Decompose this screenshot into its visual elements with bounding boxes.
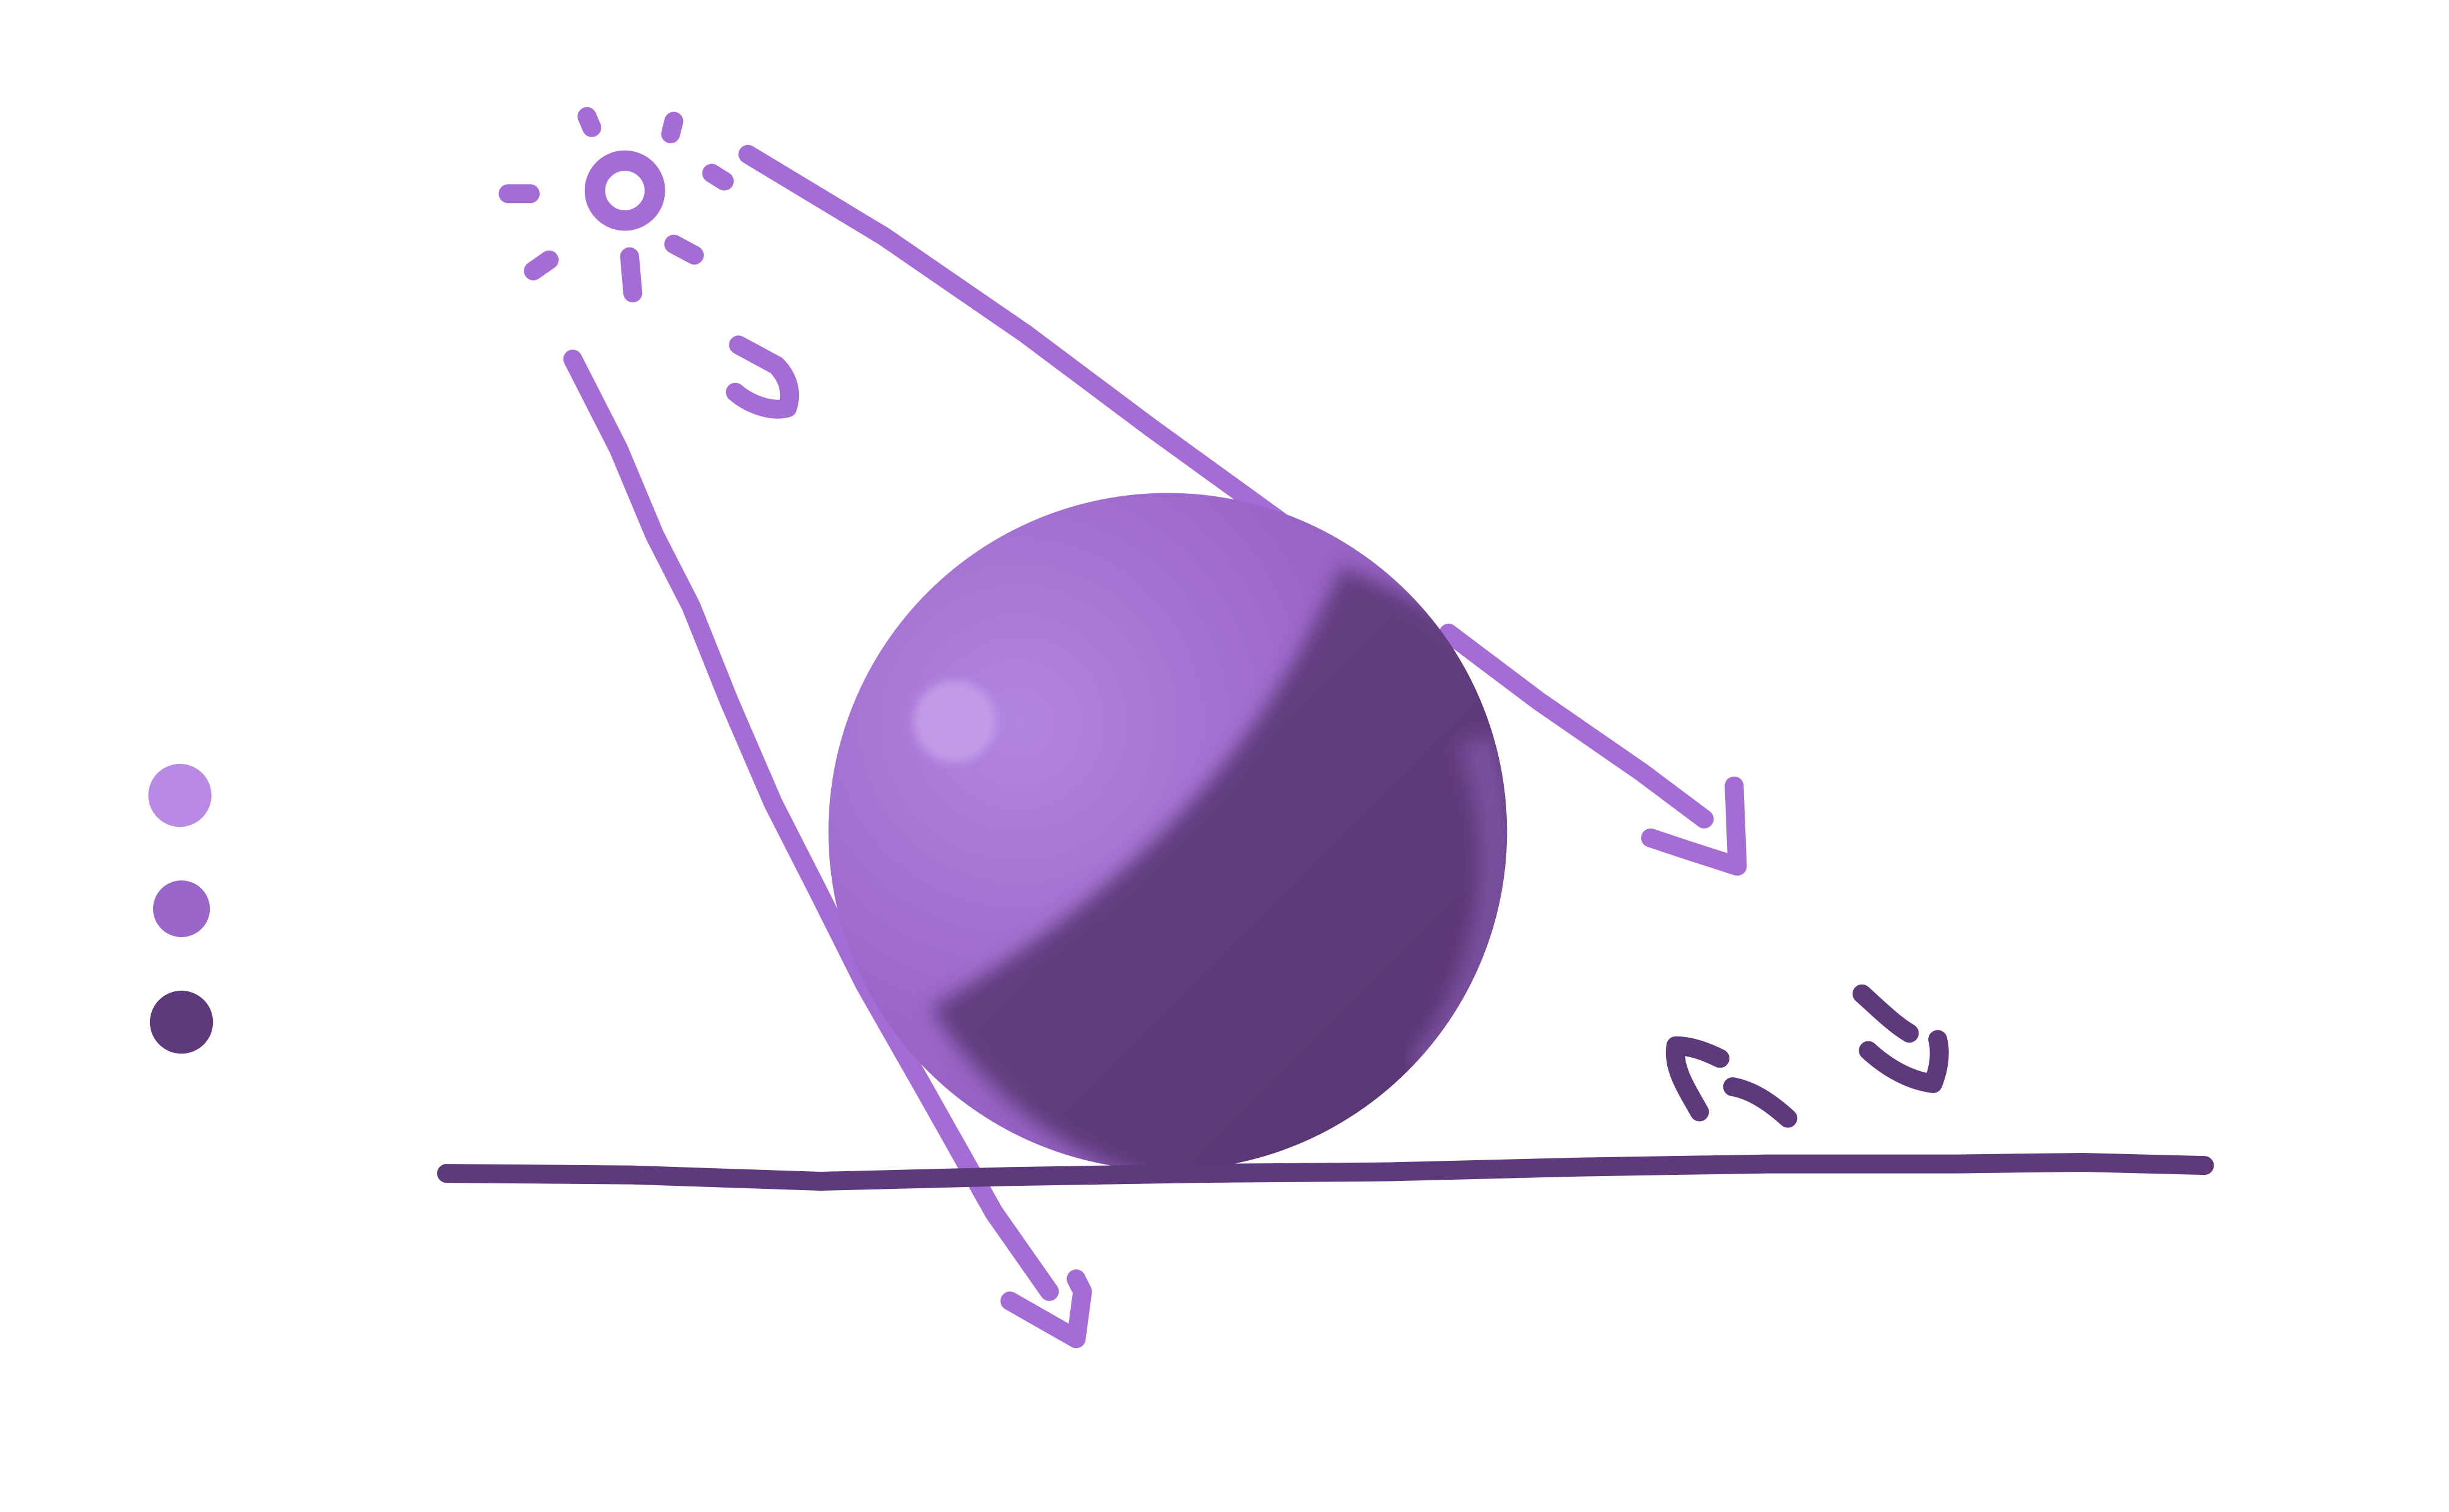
swatch-dark	[149, 990, 213, 1054]
swatch-mid	[153, 880, 210, 938]
arrow-icon	[726, 335, 799, 419]
reflection-arrow-up-icon	[1665, 1036, 1730, 1122]
reflection-arrows	[1665, 984, 1949, 1128]
light-ray-lower	[563, 349, 1092, 1349]
swatch-light	[148, 763, 212, 827]
reflection-arrow-stroke	[1723, 1077, 1798, 1128]
sun-icon	[498, 107, 734, 302]
sphere	[828, 493, 1507, 1171]
sphere-highlight	[913, 680, 996, 763]
reflection-arrow-down-head	[1859, 1030, 1949, 1093]
ground-line	[437, 1153, 2214, 1191]
tone-swatches	[148, 763, 213, 1054]
reflection-arrow-down-icon	[1852, 984, 1919, 1043]
